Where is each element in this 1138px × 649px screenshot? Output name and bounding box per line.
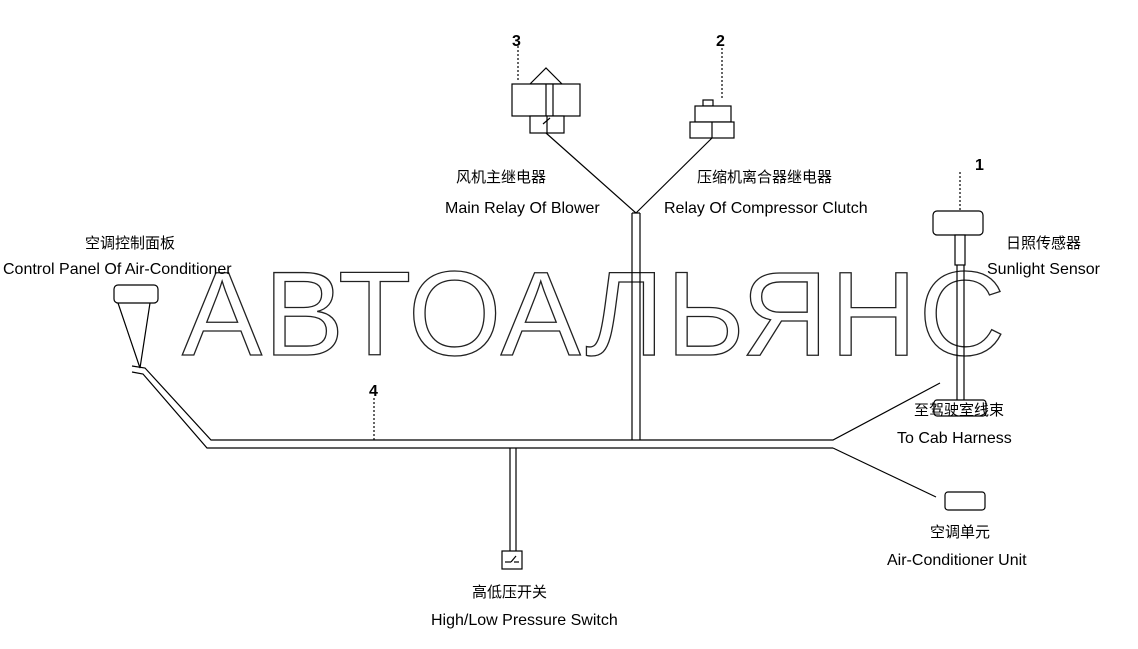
ac-unit-label-en: Air-Conditioner Unit	[887, 552, 1027, 569]
relay-3-number: 3	[512, 33, 521, 50]
control-panel-label-cn: 空调控制面板	[85, 234, 175, 252]
harness-4-number: 4	[369, 383, 378, 400]
compressor-clutch-relay	[689, 48, 735, 139]
watermark: АВТОАЛЬЯНС	[182, 247, 1007, 381]
sensor-1-number: 1	[975, 157, 984, 174]
control-panel-label-en: Control Panel Of Air-Conditioner	[3, 261, 232, 278]
pressure-switch	[501, 550, 523, 570]
sensor-label-cn: 日照传感器	[1006, 234, 1081, 252]
relay-3-label-en: Main Relay Of Blower	[445, 200, 600, 217]
cab-harness-connector	[933, 399, 987, 417]
relay-2-label-cn: 压缩机离合器继电器	[697, 168, 832, 186]
ac-unit-label-cn: 空调单元	[930, 523, 990, 541]
cab-harness-label-en: To Cab Harness	[897, 430, 1012, 447]
control-panel-connector	[113, 284, 159, 304]
main-relay-blower	[511, 46, 581, 134]
relay-2-number: 2	[716, 33, 725, 50]
ac-unit-connector	[944, 491, 986, 511]
pressure-switch-label-en: High/Low Pressure Switch	[431, 612, 618, 629]
sensor-label-en: Sunlight Sensor	[987, 261, 1101, 278]
pressure-switch-label-cn: 高低压开关	[472, 583, 547, 601]
relay-3-label-cn: 风机主继电器	[456, 168, 546, 186]
sunlight-sensor	[932, 172, 984, 266]
relay-2-label-en: Relay Of Compressor Clutch	[664, 200, 868, 217]
cab-harness-label-cn: 至驾驶室线束	[914, 401, 1004, 419]
